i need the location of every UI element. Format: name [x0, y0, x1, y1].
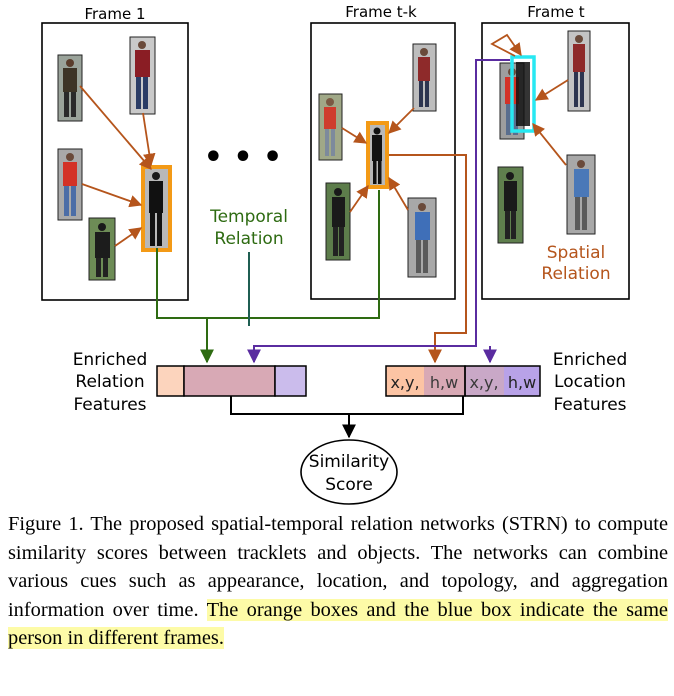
frame-t-label: Frame t — [527, 3, 585, 21]
enriched-location-features-bar: x,y, h,w x,y, h,w — [385, 365, 541, 397]
strn-diagram: Frame 1 Frame t-k Frame t — [41, 3, 630, 505]
svg-text:h,w: h,w — [430, 373, 458, 392]
caption-text: Figure 1. The proposed spatial-temporal … — [8, 513, 668, 621]
frame-t-pedestrians — [490, 30, 596, 244]
spatial-arrow — [79, 85, 152, 170]
svg-text:Enriched: Enriched — [553, 350, 628, 370]
spatial-arrow — [532, 123, 567, 166]
target-person-orange-box — [366, 121, 389, 189]
person-crop — [566, 154, 596, 235]
person-crop — [318, 93, 343, 161]
enriched-location-features-label: Enriched Location Features — [553, 350, 628, 415]
svg-text:Score: Score — [325, 475, 373, 495]
svg-text:Features: Features — [553, 395, 626, 415]
svg-text:Relation: Relation — [214, 229, 283, 249]
frame-1-pedestrians — [57, 36, 172, 281]
svg-text:Similarity: Similarity — [309, 452, 389, 472]
person-crop — [407, 197, 437, 278]
person-crop — [57, 54, 83, 122]
figure-caption: Figure 1. The proposed spatial-temporal … — [8, 510, 668, 653]
svg-text:Relation: Relation — [75, 372, 144, 392]
person-crop — [129, 36, 156, 115]
target-person-orange-box — [141, 165, 172, 252]
location-arrow-frame-t-relation — [247, 59, 510, 364]
person-crop — [412, 43, 437, 112]
enriched-relation-features-label: Enriched Relation Features — [73, 350, 148, 415]
spatial-arrow — [388, 107, 415, 134]
ellipsis: • • • — [204, 140, 282, 175]
svg-text:Spatial: Spatial — [547, 243, 606, 263]
similarity-score-node: Similarity Score — [300, 439, 398, 505]
person-crop — [88, 217, 116, 281]
spatial-arrow — [534, 79, 569, 101]
svg-text:Location: Location — [554, 372, 626, 392]
svg-text:Relation: Relation — [541, 264, 610, 284]
spatial-relation-label: Spatial Relation — [541, 243, 610, 284]
person-crop — [57, 148, 83, 221]
enriched-relation-features-bar — [156, 365, 307, 397]
temporal-connector — [156, 190, 380, 319]
svg-text:x,y,: x,y, — [469, 373, 498, 392]
spatial-arrow — [349, 184, 369, 213]
svg-text:Enriched: Enriched — [73, 350, 148, 370]
frame-t-k-pedestrians — [318, 43, 437, 278]
svg-text:x,y,: x,y, — [390, 373, 419, 392]
location-arrow-frame-t-k — [389, 154, 467, 364]
spatial-arrow — [114, 227, 143, 247]
spatial-arrow — [81, 183, 143, 208]
svg-text:h,w: h,w — [508, 373, 536, 392]
spatial-arrow — [341, 127, 368, 144]
svg-text:Features: Features — [73, 395, 146, 415]
spatial-arrow — [142, 112, 156, 167]
merge-connector — [230, 396, 464, 415]
target-person-blue-box — [499, 55, 536, 140]
frame-t-k-label: Frame t-k — [345, 3, 417, 21]
person-crop — [497, 166, 524, 244]
svg-text:Temporal: Temporal — [209, 207, 288, 227]
frame-1-label: Frame 1 — [84, 5, 145, 23]
spatial-arrow — [490, 33, 522, 57]
person-crop — [325, 182, 351, 261]
temporal-relation-label: Temporal Relation — [209, 207, 288, 249]
person-crop — [567, 30, 591, 112]
spatial-arrow — [388, 176, 409, 211]
